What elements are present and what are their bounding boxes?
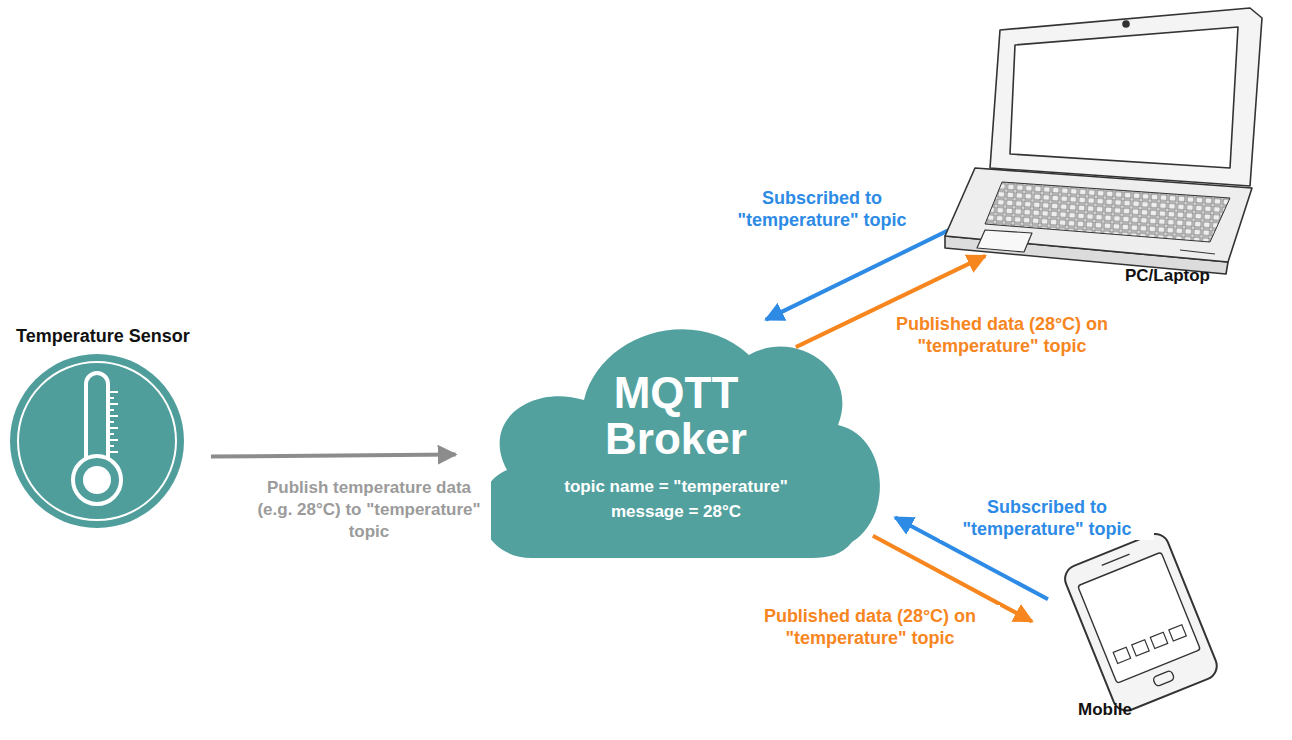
device-node: Mobile bbox=[1028, 540, 1260, 725]
edge-label: Publish temperature data (e.g. 28°C) to … bbox=[247, 477, 491, 543]
node-heading: Temperature Sensor bbox=[16, 326, 190, 347]
broker-text: MQTT Broker topic name = "temperature"mes… bbox=[462, 370, 890, 524]
broker-detail: message = 28°C bbox=[462, 499, 890, 524]
device-label: Mobile bbox=[1078, 700, 1132, 720]
connector-arrow bbox=[766, 225, 959, 319]
mobile-illustration bbox=[1061, 530, 1221, 715]
edge-label: Published data (28°C) on "temperature" t… bbox=[872, 313, 1132, 357]
device-label: PC/Laptop bbox=[1125, 266, 1210, 286]
laptop-illustration bbox=[945, 8, 1262, 274]
broker-detail: topic name = "temperature" bbox=[462, 474, 890, 499]
broker-title: MQTT Broker bbox=[576, 370, 776, 462]
edge-label: Published data (28°C) on "temperature" t… bbox=[740, 605, 1000, 649]
sensor-node: Temperature Sensor bbox=[8, 326, 236, 530]
device-node: PC/Laptop bbox=[935, 5, 1270, 295]
connector-arrow bbox=[211, 455, 456, 457]
sensor-circle bbox=[8, 352, 186, 530]
edge-label: Subscribed to "temperature" topic bbox=[940, 496, 1154, 540]
edge-label: Subscribed to "temperature" topic bbox=[715, 187, 929, 231]
cloud-node: MQTT Broker topic name = "temperature"mes… bbox=[462, 300, 890, 562]
